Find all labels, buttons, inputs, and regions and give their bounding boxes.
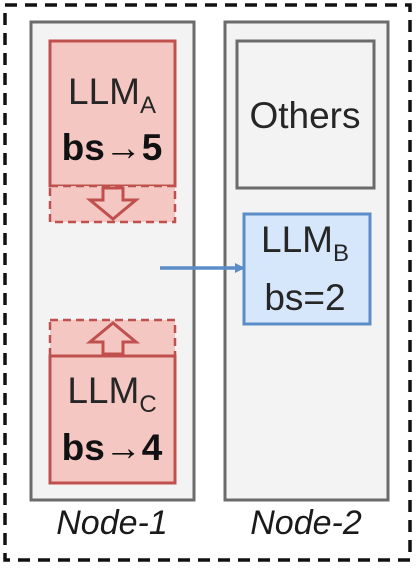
llm-a-shrink-region (48, 184, 177, 224)
node-2-label: Node-2 (250, 504, 362, 542)
llm-c-grow-region (48, 318, 177, 358)
node-1-label: Node-1 (56, 504, 168, 542)
others-box (235, 39, 376, 190)
llm-b-name: LLM (261, 219, 333, 260)
llm-c-box (48, 354, 177, 485)
llm-a-subscript: A (140, 92, 156, 119)
llm-b-label: LLMB (261, 219, 349, 267)
up-arrow-icon (85, 321, 141, 356)
llm-b-subscript: B (333, 240, 349, 267)
llm-c-subscript: C (139, 391, 156, 418)
llm-c-batch-size: bs→4 (62, 427, 163, 468)
llm-a-name: LLM (68, 71, 140, 112)
outer-dashed-border (3, 3, 412, 562)
llm-a-box (48, 39, 177, 188)
llm-c-name: LLM (67, 370, 139, 411)
others-label: Others (249, 95, 360, 136)
llm-b-batch-size: bs=2 (264, 277, 345, 318)
llm-c-label: LLMC (67, 370, 156, 418)
down-arrow-icon (85, 186, 141, 221)
llm-a-batch-size: bs→5 (62, 127, 163, 168)
llm-b-box (242, 212, 372, 326)
llm-a-label: LLMA (68, 71, 156, 119)
